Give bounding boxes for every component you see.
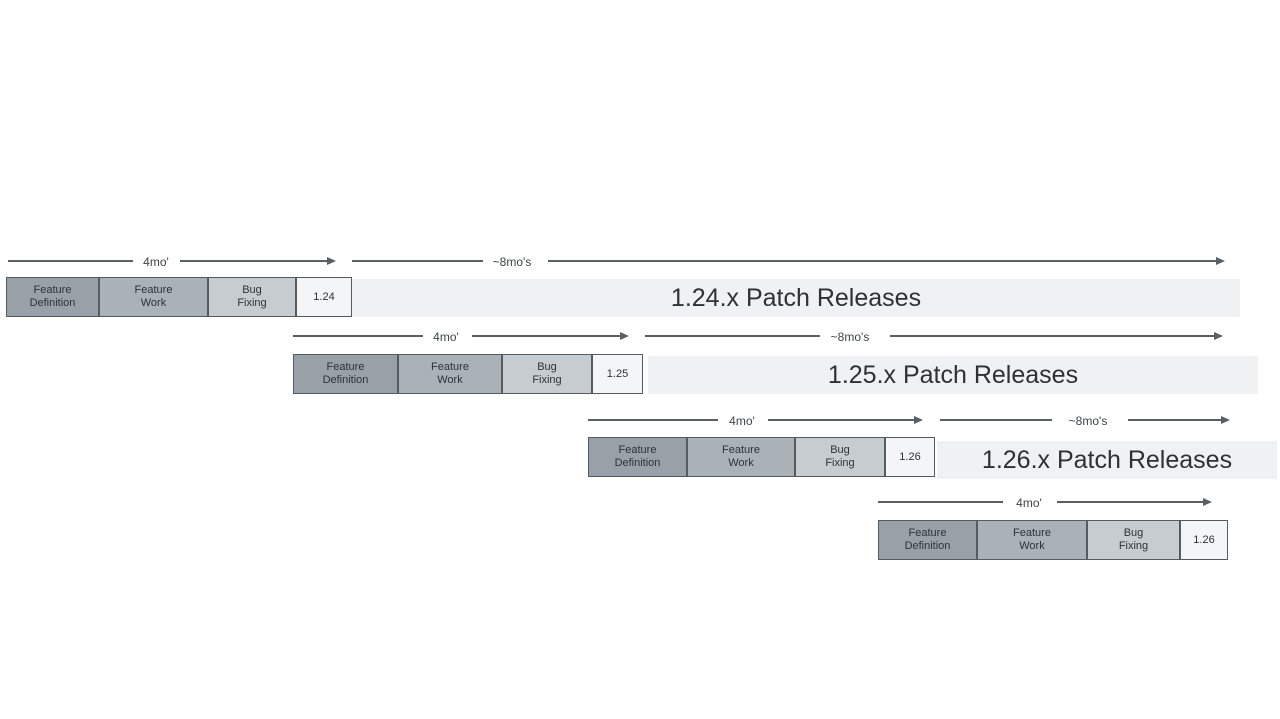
version-box: 1.26 bbox=[1180, 520, 1228, 560]
feature-work-box: Feature Work bbox=[977, 520, 1087, 560]
arrow-line bbox=[352, 260, 483, 262]
patch-releases-bar: 1.24.x Patch Releases bbox=[352, 279, 1240, 317]
feature-definition-box: Feature Definition bbox=[588, 437, 687, 477]
arrowhead-right-icon bbox=[1214, 332, 1223, 340]
duration-4mo-label: 4mo' bbox=[1016, 496, 1042, 510]
arrow-line bbox=[472, 335, 620, 337]
feature-definition-box: Feature Definition bbox=[878, 520, 977, 560]
patch-releases-bar: 1.25.x Patch Releases bbox=[648, 356, 1258, 394]
arrow-line bbox=[588, 419, 718, 421]
duration-8mo-label: ~8mo's bbox=[1068, 414, 1108, 428]
arrow-line bbox=[180, 260, 327, 262]
feature-definition-box: Feature Definition bbox=[6, 277, 99, 317]
arrowhead-right-icon bbox=[1203, 498, 1212, 506]
duration-4mo-label: 4mo' bbox=[433, 330, 459, 344]
arrow-line bbox=[1128, 419, 1221, 421]
feature-work-box: Feature Work bbox=[99, 277, 208, 317]
bug-fixing-box: Bug Fixing bbox=[795, 437, 885, 477]
patch-releases-bar: 1.26.x Patch Releases bbox=[937, 441, 1277, 479]
bug-fixing-box: Bug Fixing bbox=[1087, 520, 1180, 560]
duration-4mo-label: 4mo' bbox=[729, 414, 755, 428]
duration-8mo-label: ~8mo's bbox=[492, 255, 532, 269]
arrow-line bbox=[940, 419, 1052, 421]
arrowhead-right-icon bbox=[1216, 257, 1225, 265]
arrow-line bbox=[548, 260, 1216, 262]
version-box: 1.26 bbox=[885, 437, 935, 477]
bug-fixing-box: Bug Fixing bbox=[502, 354, 592, 394]
duration-8mo-label: ~8mo's bbox=[830, 330, 870, 344]
arrow-line bbox=[890, 335, 1214, 337]
version-box: 1.25 bbox=[592, 354, 643, 394]
arrowhead-right-icon bbox=[1221, 416, 1230, 424]
arrow-line bbox=[878, 501, 1003, 503]
feature-work-box: Feature Work bbox=[398, 354, 502, 394]
duration-4mo-label: 4mo' bbox=[143, 255, 169, 269]
arrow-line bbox=[293, 335, 423, 337]
arrowhead-right-icon bbox=[914, 416, 923, 424]
arrow-line bbox=[1057, 501, 1203, 503]
arrow-line bbox=[768, 419, 914, 421]
bug-fixing-box: Bug Fixing bbox=[208, 277, 296, 317]
arrowhead-right-icon bbox=[620, 332, 629, 340]
feature-work-box: Feature Work bbox=[687, 437, 795, 477]
feature-definition-box: Feature Definition bbox=[293, 354, 398, 394]
arrowhead-right-icon bbox=[327, 257, 336, 265]
arrow-line bbox=[645, 335, 820, 337]
version-box: 1.24 bbox=[296, 277, 352, 317]
arrow-line bbox=[8, 260, 133, 262]
